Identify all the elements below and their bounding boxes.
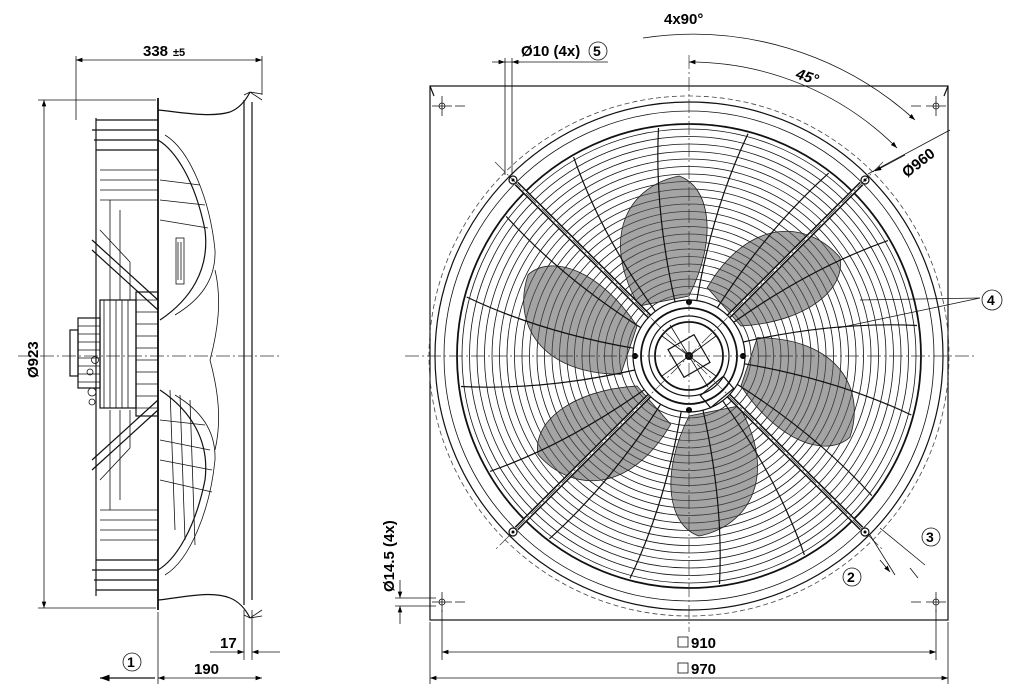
impeller-blade — [740, 337, 855, 447]
nozzle-top — [157, 91, 251, 116]
guard-spoke — [702, 410, 721, 585]
dim-ring-dia: Ø960 — [867, 129, 951, 181]
diameter-value: Ø923 — [25, 341, 42, 378]
nozzle-lip-top — [243, 91, 263, 101]
impeller-blade — [523, 265, 638, 375]
angle-4x90: 4x90° — [664, 11, 703, 28]
flange-value: 17 — [220, 635, 237, 652]
dim-diameter: Ø923 — [25, 99, 156, 609]
callout-1: 1 — [127, 654, 135, 670]
dim-slot: Ø14.5 (4x) — [381, 520, 436, 624]
plate-chamfers — [429, 85, 949, 97]
hole-pitch-value: 910 — [691, 635, 716, 652]
callout-5: 5 — [593, 43, 601, 59]
ring-diameter-value: Ø960 — [899, 145, 938, 181]
dim-flange: 17 — [210, 610, 280, 660]
corner-holes — [432, 96, 946, 612]
ring-mounting-holes — [508, 175, 870, 537]
guard-spoke — [657, 127, 676, 302]
side-view: 338 ±5 Ø923 17 190 1 — [18, 43, 280, 684]
guard-spoke — [460, 369, 635, 388]
hole-diameter-value: Ø10 (4x) — [521, 43, 580, 60]
guard-spoke — [573, 156, 656, 312]
slot-diameter-value: Ø14.5 (4x) — [381, 520, 398, 592]
callout-4: 4 — [987, 292, 995, 308]
dim-offset: 190 — [157, 612, 262, 684]
callout-2: 2 — [847, 569, 855, 585]
depth-tolerance: ±5 — [173, 47, 185, 59]
side-blades — [157, 134, 219, 576]
guard-spoke — [629, 411, 682, 579]
callout-2-3-group: 2 3 — [842, 527, 941, 587]
brand-plate-text — [177, 242, 182, 280]
dim-depth: 338 ±5 — [75, 43, 263, 120]
guard-spoke — [733, 240, 889, 323]
guard-spoke — [696, 133, 749, 301]
guard-spoke — [466, 296, 634, 349]
guard-spoke — [489, 389, 645, 472]
side-guard — [91, 118, 159, 596]
dim-bottom: 910 970 — [429, 610, 949, 684]
callout-4-group: 4 — [837, 289, 1003, 329]
dim-hole: Ø10 (4x) 5 — [492, 41, 608, 175]
diag-axis-2 — [494, 161, 884, 551]
guard-spoke — [744, 363, 912, 416]
callout-3: 3 — [926, 529, 934, 545]
brand-plate — [175, 237, 185, 285]
guard-spoke — [505, 215, 642, 329]
guard-spoke — [722, 400, 805, 556]
airflow-indicator: 1 — [100, 652, 155, 682]
guard-spoke — [743, 324, 918, 343]
plate-size-value: 970 — [691, 661, 716, 678]
dim-angles: 4x90° 45° — [642, 11, 916, 149]
front-view: 4x90° 45° Ø960 Ø10 (4x) 5 4 — [381, 11, 1003, 684]
side-motor — [69, 291, 159, 417]
guard-spoke — [716, 172, 830, 309]
offset-value: 190 — [194, 661, 219, 678]
angle-45: 45° — [793, 65, 822, 89]
nozzle-bottom — [157, 593, 251, 619]
guard-spoke — [548, 403, 662, 540]
guard-spoke — [736, 383, 873, 497]
depth-value: 338 — [143, 43, 168, 60]
